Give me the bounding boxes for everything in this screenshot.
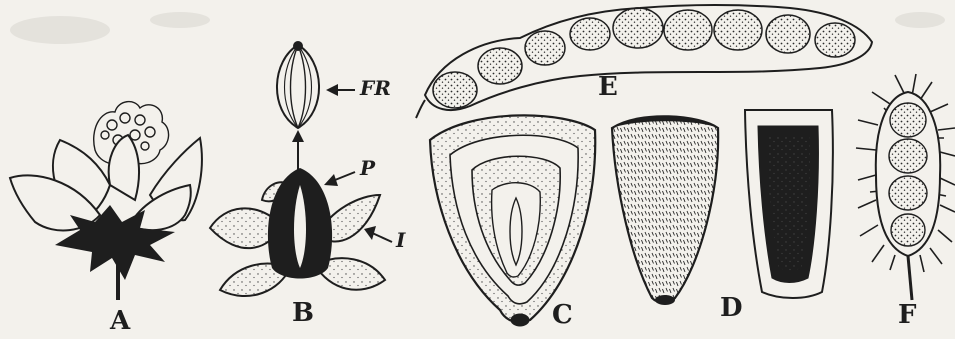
label-e: E [598, 74, 618, 100]
figure-e-pod [416, 5, 872, 118]
callout-p: P [360, 158, 375, 178]
label-a: A [110, 308, 130, 334]
label-c: C [552, 302, 573, 328]
callout-fr: FR [360, 78, 391, 98]
label-f: F [898, 302, 916, 328]
figure-c-seed-section [430, 115, 595, 326]
callout-i: I [396, 230, 405, 250]
figure-d-hairy-seed [612, 116, 718, 305]
label-d: D [720, 295, 743, 321]
figure-b-p-pointer-head [324, 174, 338, 186]
figure-b-connector-arrowhead [292, 130, 304, 142]
figure-e-pod-tail [416, 100, 425, 118]
figure-b-fr-pointer-head [326, 84, 338, 96]
figure-a-spikelet [10, 102, 202, 300]
label-b: B [292, 300, 314, 326]
figure-d-seed-section [745, 110, 833, 298]
figure-f-spiny-fruit [856, 74, 955, 300]
figure-b-isolated-fruit [277, 42, 319, 128]
